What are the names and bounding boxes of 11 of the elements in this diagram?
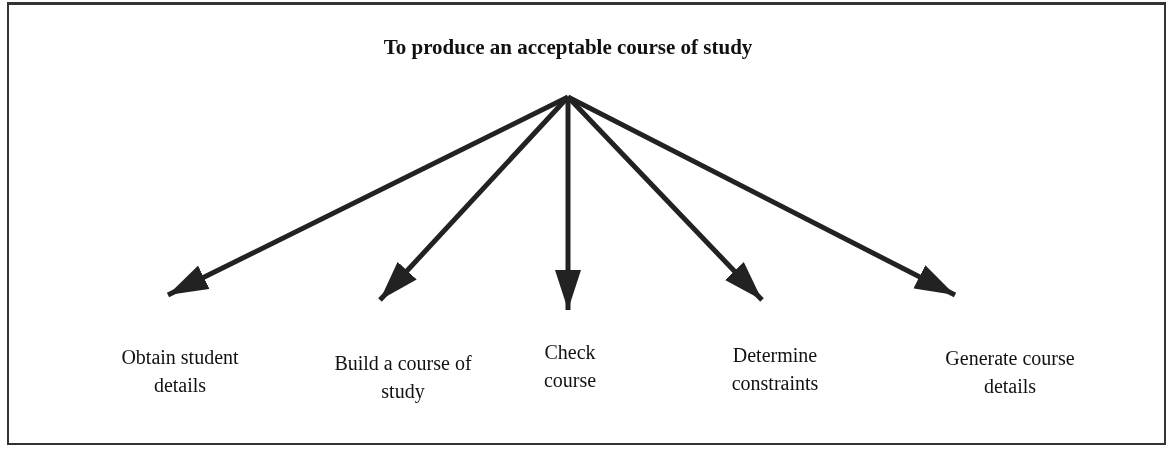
arrow <box>166 94 570 298</box>
arrow <box>378 95 570 302</box>
subgoal-label: Generate course details <box>944 346 1076 399</box>
subgoal-label: Build a course of study <box>333 351 473 405</box>
subgoal-label: Check course <box>542 340 598 393</box>
goal-heading: To produce an acceptable course of study <box>383 34 753 61</box>
arrow <box>566 95 764 302</box>
arrow <box>566 94 957 298</box>
subgoal-label: Determine constraints <box>730 343 820 396</box>
arrow <box>555 97 581 310</box>
subgoal-label: Obtain student details <box>120 345 240 398</box>
